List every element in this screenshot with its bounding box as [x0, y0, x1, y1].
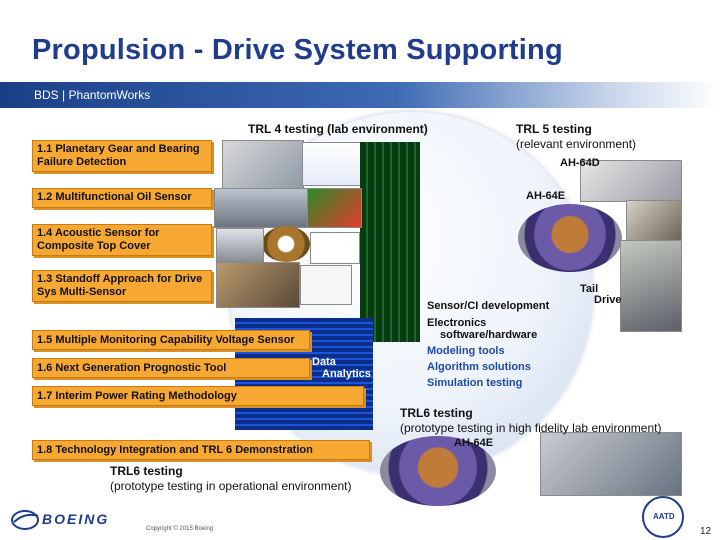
- tail-drive-photo: [620, 240, 682, 332]
- task-1-7-bar: 1.7 Interim Power Rating Methodology: [32, 386, 364, 406]
- page-number: 12: [700, 526, 712, 537]
- standoff-sensor-photo: [216, 262, 300, 308]
- lab-equipment-photo: [222, 140, 304, 190]
- tail-label: Tail: [580, 283, 599, 295]
- analytics-label: Analytics: [322, 368, 371, 380]
- aatd-badge: AATD: [642, 496, 684, 538]
- sine-wave-plot-image: [300, 265, 352, 305]
- task-1-3-box: 1.3 Standoff Approach for Drive Sys Mult…: [32, 270, 212, 302]
- trl6-lab-label: TRL6 testing: [400, 406, 473, 420]
- task-1-3-line2: Sys Multi-Sensor: [37, 286, 127, 298]
- test-rig-photo-top: [626, 200, 682, 242]
- task-1-2-box: 1.2 Multifunctional Oil Sensor: [32, 188, 212, 208]
- simulation-label: Simulation testing: [427, 377, 523, 389]
- subtitle-bar: BDS | PhantomWorks: [0, 82, 720, 108]
- task-1-2-label: 1.2 Multifunctional Oil Sensor: [37, 191, 192, 203]
- task-1-4-line2: Composite Top Cover: [37, 240, 151, 252]
- surface-plot-image: [305, 188, 362, 228]
- drive-label: Drive: [594, 294, 622, 306]
- trl5-sub-label: (relevant environment): [516, 137, 637, 151]
- sensor-ci-label: Sensor/CI development: [427, 300, 550, 312]
- spectrum-plot-image: [302, 142, 364, 186]
- modeling-tools-label: Modeling tools: [427, 345, 505, 357]
- trl5-label: TRL 5 testing: [516, 122, 592, 136]
- aatd-badge-text: AATD: [653, 512, 675, 521]
- trl6-lab-sub-label: (prototype testing in high fidelity lab …: [400, 421, 662, 435]
- electronics-label: Electronics: [427, 317, 487, 329]
- oil-sensor-photo: [214, 188, 308, 228]
- boeing-symbol-icon: [11, 510, 39, 530]
- task-1-1-box: 1.1 Planetary Gear and Bearing Failure D…: [32, 140, 212, 172]
- data-label: Data: [312, 356, 336, 368]
- software-label: software/hardware: [440, 329, 538, 341]
- waveform-plot-image: [310, 232, 360, 264]
- task-1-4-box: 1.4 Acoustic Sensor for Composite Top Co…: [32, 224, 212, 256]
- ah64d-label: AH-64D: [560, 157, 600, 169]
- task-1-8-bar: 1.8 Technology Integration and TRL 6 Dem…: [32, 440, 370, 460]
- copyright-text: Copyright © 2015 Boeing: [146, 526, 214, 532]
- ah64e-top-label: AH-64E: [526, 190, 566, 202]
- trl6-op-label: TRL6 testing: [110, 464, 183, 478]
- bearing-ring-image: [262, 226, 310, 262]
- acoustic-sensor-photo: [216, 228, 264, 262]
- algorithm-label: Algorithm solutions: [427, 361, 531, 373]
- trl6-op-sub-label: (prototype testing in operational enviro…: [110, 479, 352, 493]
- circuit-board-image: [360, 142, 420, 342]
- task-1-6-bar: 1.6 Next Generation Prognostic Tool: [32, 358, 310, 378]
- page-title: Propulsion - Drive System Supporting: [32, 34, 563, 66]
- task-1-4-line1: 1.4 Acoustic Sensor for: [37, 227, 160, 239]
- ah64e-gearbox-top-image: [518, 204, 622, 272]
- subtitle-text: BDS | PhantomWorks: [34, 88, 151, 102]
- boeing-wordmark: BOEING: [42, 511, 110, 527]
- trl4-label: TRL 4 testing (lab environment): [248, 122, 428, 136]
- task-1-3-line1: 1.3 Standoff Approach for Drive: [37, 273, 203, 285]
- ah64e-gearbox-bottom-image: [380, 436, 496, 506]
- lab-test-photo-bottom: [540, 432, 682, 496]
- boeing-logo: BOEING: [10, 508, 122, 532]
- task-1-1-line1: 1.1 Planetary Gear and Bearing: [37, 143, 200, 155]
- ah64e-bottom-label: AH-64E: [454, 437, 494, 449]
- task-1-1-line2: Failure Detection: [37, 156, 127, 168]
- task-1-5-bar: 1.5 Multiple Monitoring Capability Volta…: [32, 330, 310, 350]
